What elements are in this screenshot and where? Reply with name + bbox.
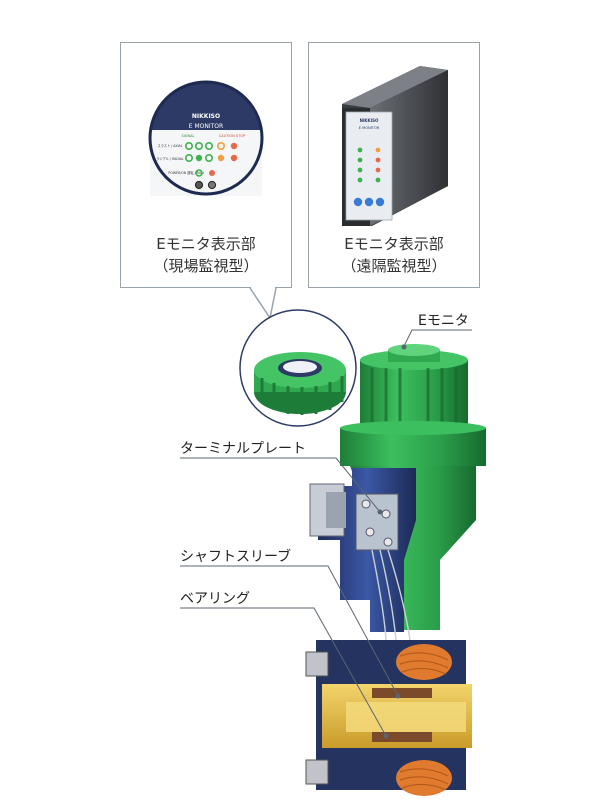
remote-monitor-title: Eモニタ表示部	[344, 235, 444, 253]
terminal-plate-label: ターミナルプレート	[180, 441, 306, 457]
e-monitor-label: Eモニタ	[418, 313, 469, 329]
zoom-circle	[239, 309, 357, 427]
bearing-label: ベアリング	[180, 591, 250, 607]
local-signal-header: SIGNAL	[182, 134, 195, 138]
stator-coil-upper	[396, 644, 452, 680]
remote-monitor-panel: NIKKISO E MONITOR	[342, 66, 448, 226]
local-led-row-2	[185, 154, 238, 163]
local-brand-text: NIKKISO	[192, 113, 220, 120]
remote-brand-text: NIKKISO	[360, 118, 379, 123]
leader-lines	[180, 329, 472, 737]
local-led-row-1	[185, 142, 238, 151]
remote-product-text: E MONITOR	[359, 126, 380, 130]
remote-buttons	[353, 197, 385, 207]
terminal-block	[355, 493, 399, 551]
shaft-sleeve	[372, 688, 432, 698]
remote-monitor-subtitle: （遠隔監視型）	[341, 257, 447, 275]
local-row1-label: スラスト / AXIAL	[157, 143, 182, 148]
stator-coil-lower	[396, 760, 452, 796]
shaft-sleeve-label: シャフトスリーブ	[180, 549, 292, 565]
local-monitor-subtitle: （現場監視型）	[153, 257, 259, 275]
local-row3-label: POWER/ON 運転 / RUN	[168, 170, 204, 175]
local-caution-header: CAUTION STOP	[219, 134, 245, 138]
local-product-text: E MONITOR	[189, 123, 223, 130]
local-monitor-panel: NIKKISO E MONITOR SIGNAL CAUTION STOP スラ…	[148, 80, 264, 196]
remote-led-grid	[357, 147, 381, 183]
callout-pointer	[249, 287, 277, 320]
local-monitor-title: Eモニタ表示部	[156, 235, 256, 253]
local-row2-label: ラジアル / RADIAL	[156, 156, 184, 161]
local-led-row-3	[194, 169, 217, 190]
